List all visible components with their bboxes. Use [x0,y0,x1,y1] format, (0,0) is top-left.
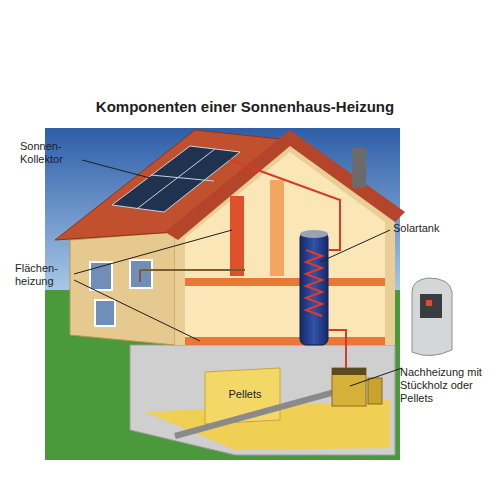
balcony-rail [140,269,245,271]
callout-label: Flächen- heizung [15,262,72,288]
floor-heating-upper [185,278,385,286]
solar-tank [230,160,346,368]
chimney [352,148,366,188]
stove-body [412,278,452,356]
stove-lamp [426,300,432,306]
stove-panel [420,294,442,318]
leader-line [350,368,402,386]
diagram-title: Komponenten einer Sonnenhaus-Heizung [30,98,460,115]
boiler-photo [412,278,452,356]
basement [130,345,395,455]
window [95,300,115,326]
balcony-post [139,270,141,282]
floor-heating-ground [185,337,385,345]
boiler-top [332,368,366,375]
callout-label: Solartank [393,222,473,235]
roof-edge [165,130,290,240]
house [55,130,405,345]
leader-lines [74,160,402,386]
boiler [332,368,366,406]
tank-body [300,232,328,345]
callout-label: Nachheizung mit Stückholz oder Pellets [400,366,482,405]
leader-line [74,280,200,341]
side-wall [70,232,175,345]
tank-top [300,230,328,238]
solar-pipe [230,160,340,250]
warm-wall [270,180,284,276]
collector-grid [138,149,215,208]
window [130,260,152,288]
roof-edge [290,130,405,222]
pipe [328,330,346,368]
boiler-side [368,378,382,404]
collector-grid [151,175,214,181]
leader-line [320,230,390,262]
leader-line [82,160,150,178]
callout-label: Sonnen- Kollektor [20,140,80,166]
roof-left [55,130,290,240]
wall-heating [230,196,244,276]
leader-line [74,230,232,274]
callout-label: Pellets [220,388,270,401]
heat-coil [306,250,322,316]
basement-cut [130,345,395,455]
